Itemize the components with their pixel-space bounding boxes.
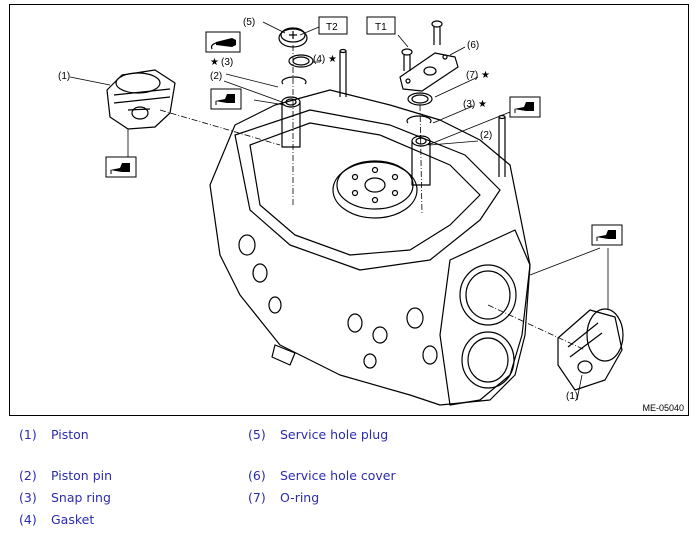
callout-6: (6) xyxy=(467,40,479,51)
legend-label: Snap ring xyxy=(51,490,111,505)
callout-3-star-right: ★ xyxy=(478,99,487,110)
callout-2-left: (2) xyxy=(210,71,222,82)
legend-number: (7) xyxy=(248,490,266,505)
legend-label: Service hole plug xyxy=(280,427,389,442)
callout-2-right: (2) xyxy=(480,130,492,141)
legend-label: Piston pin xyxy=(51,468,113,483)
legend-item-service-hole-cover: (6) Service hole cover xyxy=(248,468,396,483)
callout-7: (7) xyxy=(466,70,478,81)
oil-can-icon xyxy=(210,88,242,110)
legend-label: Piston xyxy=(51,427,89,442)
callout-4: (4) xyxy=(313,54,325,65)
callout-3-star-left: ★ xyxy=(210,57,219,68)
diagram-drawing: (1) (1) (2) (2) ★ (3) (3) ★ (4) ★ (5) (6… xyxy=(58,16,624,406)
legend-item-snap-ring: (3) Snap ring xyxy=(19,490,111,505)
legend-item-piston: (1) Piston xyxy=(19,427,89,442)
callout-7-star: ★ xyxy=(481,70,490,81)
callout-1-left: (1) xyxy=(58,71,70,82)
legend-number: (1) xyxy=(19,427,37,442)
callout-4-star: ★ xyxy=(328,54,337,65)
callout-3-right: (3) xyxy=(463,99,475,110)
legend-number: (4) xyxy=(19,512,37,527)
legend-item-service-hole-plug: (5) Service hole plug xyxy=(248,427,388,442)
callout-1-right: (1) xyxy=(566,391,578,402)
legend-number: (3) xyxy=(19,490,37,505)
figure-id: ME-05040 xyxy=(642,403,684,413)
legend-number: (5) xyxy=(248,427,266,442)
legend-number: (2) xyxy=(19,468,37,483)
liquid-gasket-icon xyxy=(205,31,241,53)
torque-t2: T2 xyxy=(326,22,338,33)
oil-can-icon xyxy=(509,96,541,118)
callout-3-left: (3) xyxy=(221,57,233,68)
legend-label: Service hole cover xyxy=(280,468,396,483)
torque-t1: T1 xyxy=(375,22,387,33)
legend-item-gasket: (4) Gasket xyxy=(19,512,94,527)
callout-5: (5) xyxy=(243,17,255,28)
oil-can-icon xyxy=(591,224,623,246)
legend-label: O-ring xyxy=(280,490,320,505)
oil-can-icon xyxy=(105,156,137,178)
legend-number: (6) xyxy=(248,468,266,483)
exploded-diagram: (1) (1) (2) (2) ★ (3) (3) ★ (4) ★ (5) (6… xyxy=(9,4,689,416)
legend-item-piston-pin: (2) Piston pin xyxy=(19,468,112,483)
parts-legend: (1) Piston (2) Piston pin (3) Snap ring (4)… xyxy=(0,420,698,535)
legend-label: Gasket xyxy=(51,512,95,527)
legend-item-o-ring: (7) O-ring xyxy=(248,490,319,505)
